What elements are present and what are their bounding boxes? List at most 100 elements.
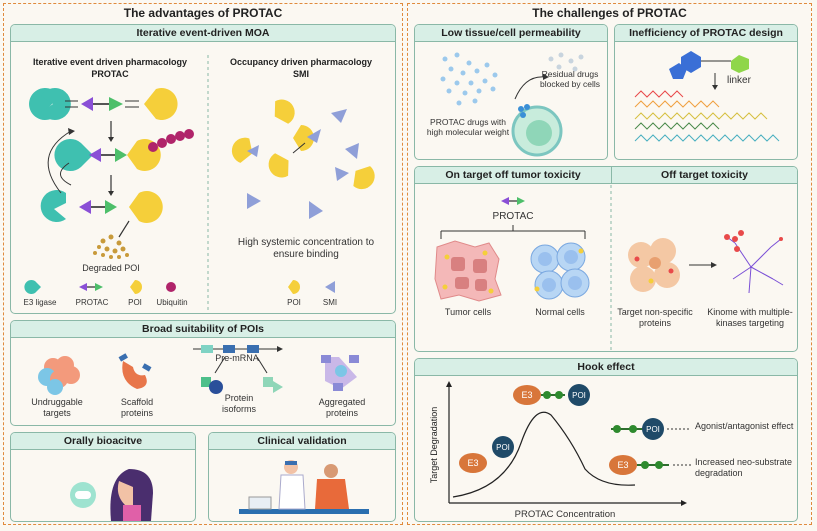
linker-green	[634, 122, 720, 130]
moa-header: Iterative event-driven MOA	[11, 25, 395, 42]
normal-cells-icon	[530, 242, 590, 300]
agonist-label: Agonist/antagonist effect	[695, 421, 794, 431]
design-panel: Inefficiency of PROTAC design linker	[614, 24, 798, 160]
clinical-panel: Clinical validation	[208, 432, 396, 522]
hook-chart: Target Degradation	[429, 381, 691, 506]
advantages-section: The advantages of PROTAC Iterative event…	[3, 3, 403, 525]
protac-purple-icon	[81, 97, 93, 111]
clinical-header: Clinical validation	[209, 433, 395, 450]
ternary-complex-icon	[513, 384, 590, 406]
moa-right-subtitle: SMI	[292, 69, 309, 79]
toxicity-illustration	[434, 185, 784, 351]
scaffold-protein-icon	[118, 353, 152, 389]
nonspecific-proteins-icon	[628, 238, 680, 292]
complex-poi-label: POI	[572, 391, 586, 400]
binary-e3-label: E3	[467, 458, 479, 468]
oral-panel: Orally bioacitve	[10, 432, 196, 522]
advantages-title: The advantages of PROTAC	[123, 6, 283, 20]
poi-icon	[144, 88, 178, 121]
agonist-complex-icon	[611, 418, 664, 440]
linker-gold	[634, 112, 768, 120]
cell-icon	[511, 104, 563, 157]
legend-smi-label: SMI	[322, 298, 338, 307]
design-header: Inefficiency of PROTAC design	[615, 25, 797, 42]
moa-left-subtitle: PROTAC	[91, 69, 129, 79]
legend-e3-label: E3 ligase	[23, 298, 57, 307]
moa-illustration	[24, 55, 375, 313]
legend-right-poi-label: POI	[287, 298, 301, 307]
undruggable-label: Undruggable targets	[31, 397, 83, 418]
neo-substrate-complex-icon	[609, 455, 669, 475]
hook-panel: Hook effect	[414, 358, 798, 522]
clinical-illustration	[239, 460, 369, 514]
isoforms-label: Protein isoforms	[221, 393, 256, 414]
warhead-hexagon-icon	[731, 55, 749, 73]
legend-ubiquitin-label: Ubiquitin	[156, 298, 188, 307]
permeability-panel: Low tissue/cell permeability	[414, 24, 608, 160]
neo-e3-label: E3	[617, 460, 629, 470]
oral-header: Orally bioacitve	[11, 433, 195, 450]
legend-protac-label: PROTAC	[75, 298, 109, 307]
nonspecific-label: Target non-specific proteins	[617, 307, 693, 328]
doctor-icon	[278, 460, 306, 510]
kinome-label: Kinome with multiple-kinases targeting	[707, 307, 793, 328]
permeability-header: Low tissue/cell permeability	[415, 25, 607, 42]
suitability-header: Broad suitability of POIs	[11, 321, 395, 338]
pre-mrna-icon	[193, 345, 283, 374]
person-profile-icon	[110, 469, 153, 521]
hook-xlabel: PROTAC Concentration	[514, 509, 616, 520]
design-illustration	[634, 51, 780, 142]
complex-e3-label: E3	[521, 390, 533, 400]
agonist-poi-label: POI	[646, 425, 660, 434]
legend-protac-icon	[79, 283, 103, 291]
linker-orange	[634, 100, 720, 108]
residual-label: Residual drugs blocked by cells	[539, 69, 600, 89]
challenges-section: The challenges of PROTAC Low tissue/cell…	[407, 3, 812, 525]
legend-smi-icon	[325, 281, 335, 293]
hook-ylabel: Target Degradation	[429, 407, 439, 484]
permeability-illustration	[440, 52, 584, 157]
legend-e3-icon	[24, 280, 41, 295]
scaffold-label: Scaffold proteins	[120, 397, 154, 418]
toxicity-panel: On target off tumor toxicity Off target …	[414, 166, 798, 352]
linker-red	[634, 90, 684, 98]
legend-ubiquitin-icon	[166, 282, 176, 292]
suitability-panel: Broad suitability of POIs	[10, 320, 396, 426]
pre-mrna-label: Pre-mRNA	[215, 353, 259, 363]
normal-label: Normal cells	[535, 307, 585, 317]
kinome-tree-icon	[726, 236, 784, 294]
aggregated-proteins-icon	[321, 355, 359, 391]
e3-binary-icon	[459, 453, 487, 473]
hook-curve	[452, 411, 636, 498]
off-target-header: Off target toxicity	[611, 167, 797, 184]
tumor-cells-icon	[434, 240, 502, 302]
linker-label: linker	[727, 75, 751, 86]
binary-poi-label: POI	[496, 443, 510, 452]
ligand-hexagon-icon	[681, 51, 701, 73]
aggregated-label: Aggregated proteins	[318, 397, 366, 418]
protac-label: PROTAC	[492, 211, 534, 222]
drug-particles	[440, 52, 498, 106]
neo-label: Increased neo-substrate degradation	[695, 457, 793, 478]
protac-small-icon	[501, 197, 525, 205]
linker-teal	[634, 134, 780, 142]
on-target-header: On target off tumor toxicity	[415, 167, 611, 184]
high-conc-label: High systemic concentration to ensure bi…	[237, 237, 375, 260]
degraded-poi-dots	[93, 234, 129, 259]
patient-icon	[315, 464, 349, 509]
oral-illustration	[70, 469, 153, 521]
moa-left-title: Iterative event driven pharmacology	[32, 57, 188, 67]
moa-panel: Iterative event-driven MOA Iterative eve…	[10, 24, 396, 314]
legend-poi-icon	[130, 280, 142, 294]
ubiquitin-chain-icon	[148, 129, 194, 152]
legend-right-poi-icon	[288, 280, 300, 294]
moa-right-title: Occupancy driven pharmacology	[229, 57, 373, 67]
hook-header: Hook effect	[415, 359, 797, 376]
poi-binary-icon	[492, 436, 514, 458]
tumor-label: Tumor cells	[444, 307, 492, 317]
protein-isoforms-icon	[201, 377, 283, 394]
legend-poi-label: POI	[128, 298, 142, 307]
challenges-title: The challenges of PROTAC	[532, 6, 687, 20]
smi-scatter	[231, 99, 375, 219]
weight-label: PROTAC drugs with high molecular weight	[426, 117, 510, 137]
